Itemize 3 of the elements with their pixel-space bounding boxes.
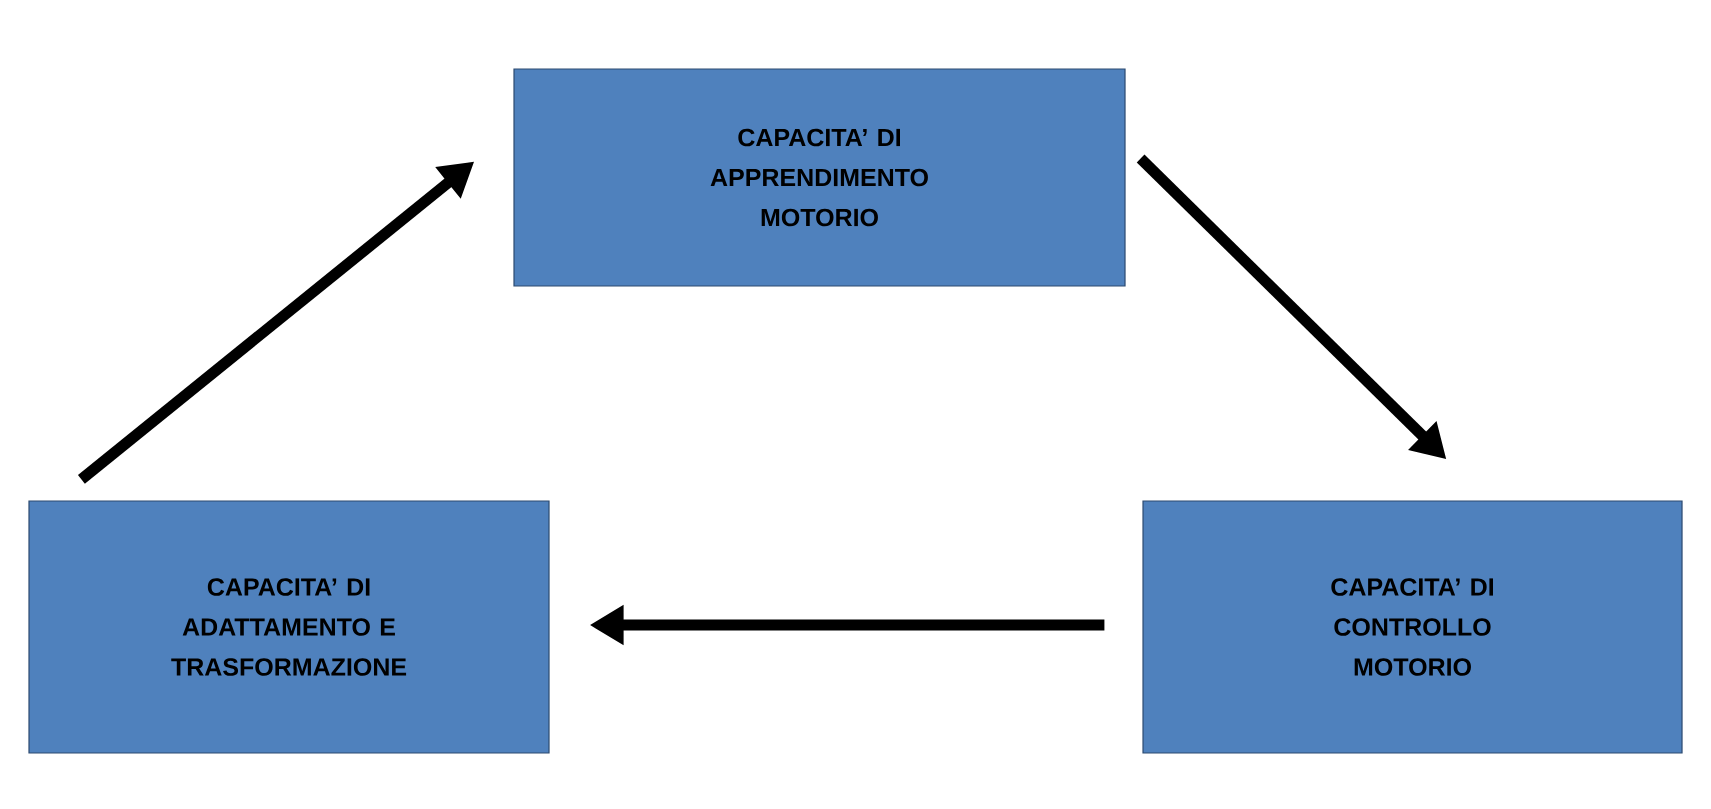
process-box: CAPACITA’ DI CONTROLLO MOTORIO [1142, 500, 1683, 754]
process-box: CAPACITA’ DI ADATTAMENTO E TRASFORMAZIONE [28, 500, 550, 754]
process-box: CAPACITA’ DI APPRENDIMENTO MOTORIO [513, 68, 1126, 287]
